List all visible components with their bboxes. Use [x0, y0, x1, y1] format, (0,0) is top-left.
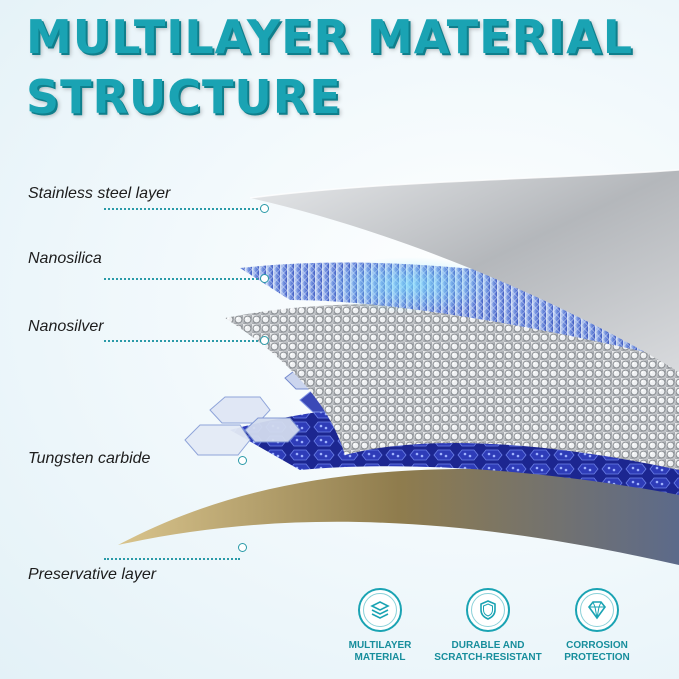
feature-corrosion: CORROSION PROTECTION	[537, 588, 657, 664]
leader-dot	[260, 336, 269, 345]
page-title-line2: STRUCTURE	[26, 70, 342, 124]
label-tungsten-carbide: Tungsten carbide	[28, 450, 151, 467]
feature-multilayer: MULTILAYER MATERIAL	[320, 588, 440, 664]
leader-dot	[260, 204, 269, 213]
leader-dot	[260, 274, 269, 283]
feature-line2: SCRATCH-RESISTANT	[434, 652, 542, 663]
leader-dot	[238, 456, 247, 465]
stainless-steel-layer-shape	[250, 170, 679, 372]
layers-icon	[358, 588, 402, 632]
leader-line	[104, 340, 262, 342]
diamond-icon	[575, 588, 619, 632]
leader-dot	[238, 543, 247, 552]
leader-line	[104, 558, 240, 560]
feature-line2: MATERIAL	[354, 652, 406, 663]
preservative-layer-shape	[118, 468, 679, 565]
label-preservative: Preservative layer	[28, 566, 157, 583]
leader-line	[104, 278, 262, 280]
label-nanosilver: Nanosilver	[28, 318, 104, 335]
feature-line1: CORROSION	[566, 640, 628, 651]
feature-line1: MULTILAYER	[348, 640, 412, 651]
shield-icon	[466, 588, 510, 632]
nanosilver-layer-shape	[225, 304, 679, 470]
feature-durable: DURABLE AND SCRATCH-RESISTANT	[428, 588, 548, 664]
feature-line1: DURABLE AND	[451, 640, 525, 651]
leader-line	[104, 208, 262, 210]
label-stainless-steel: Stainless steel layer	[28, 185, 171, 202]
label-nanosilica: Nanosilica	[28, 250, 102, 267]
page-title-line1: MULTILAYER MATERIAL	[26, 10, 634, 64]
feature-line2: PROTECTION	[564, 652, 630, 663]
